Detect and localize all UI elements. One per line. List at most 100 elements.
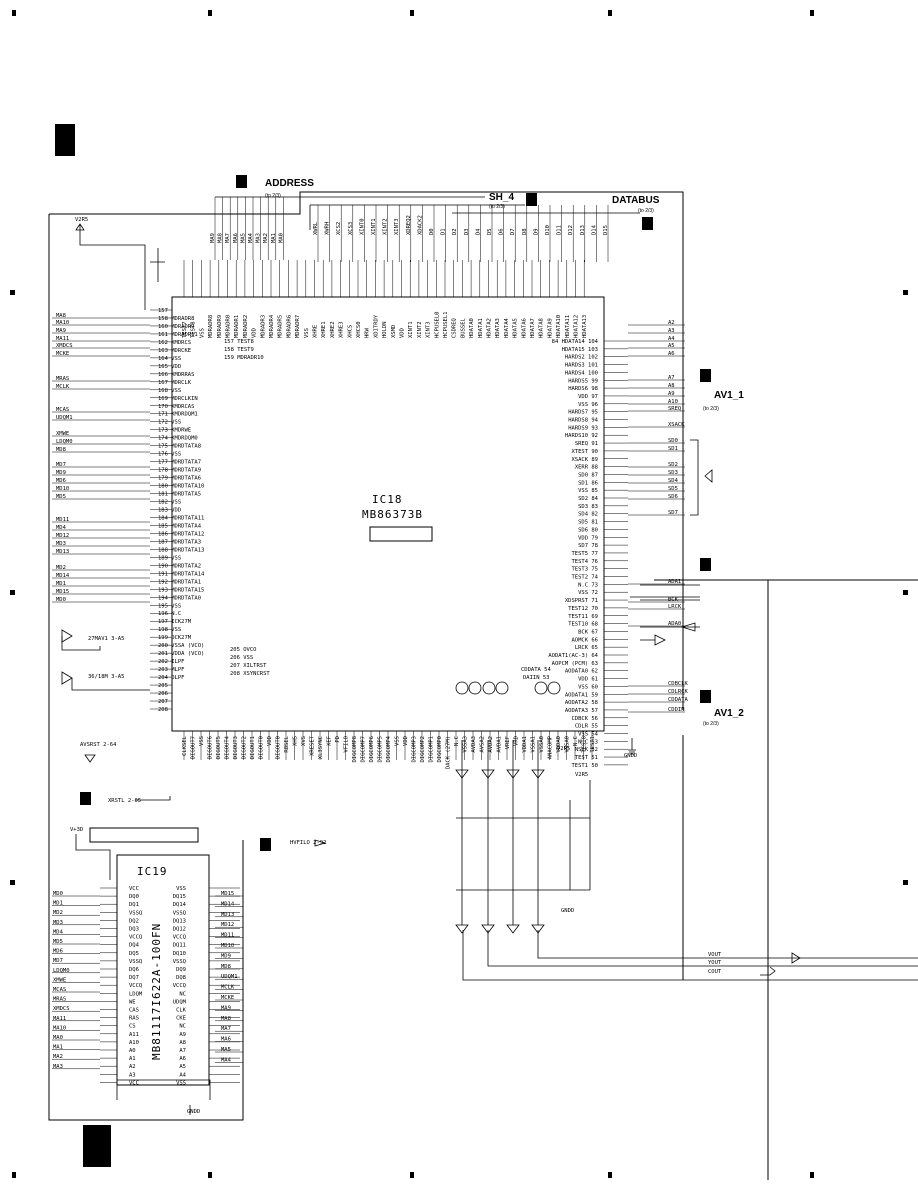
pin-label: XEF [327, 736, 333, 746]
signal-label: XMDCS [56, 343, 73, 349]
pin-label: HDATA9 [547, 318, 553, 338]
pin-label: AVDA2 [488, 736, 494, 753]
signal-label: MD15 [56, 589, 69, 595]
pin-label: AVDA3 [471, 736, 477, 753]
pin-label: D8 [522, 228, 528, 235]
signal-label: MA3 [53, 1064, 63, 1070]
output-label: YOUT [708, 960, 722, 966]
pin-label: A9 [179, 1032, 186, 1038]
pin-label: CLK [176, 1008, 187, 1014]
pin-label: VDD [400, 328, 406, 338]
pin-label: MA6 [233, 233, 239, 243]
databus-label: DATABUS [612, 195, 660, 206]
pin-label: 190 MDRDTATA2 [158, 563, 201, 569]
pin-label: DQ11 [173, 943, 186, 949]
signal-label: MD11 [221, 933, 234, 939]
pin-label: AODATA3 57 [565, 708, 598, 714]
ic18-part-box [369, 526, 433, 542]
signal-label: MCKE [56, 351, 69, 357]
signal-label: MD2 [53, 910, 63, 916]
pin-label: 196 N.C [158, 611, 181, 617]
pin-label: HARDS10 92 [565, 433, 598, 439]
pin-label: 181 MDRDTATA5 [158, 492, 201, 498]
signal-label: SREQ [668, 406, 681, 412]
pin-label: XHCS [347, 325, 353, 338]
pin-label: VSS [395, 736, 401, 746]
pin-label: NC [179, 1024, 186, 1030]
pin-label: XDREQ2 [406, 215, 412, 235]
pin-label: NC [179, 991, 186, 997]
pin-label: MA7 [225, 233, 231, 243]
pin-label: 194 MDRDTATA0 [158, 595, 201, 601]
pin-label: VDDA1 [522, 736, 528, 753]
pin-label: 191 MDRDTATA14 [158, 571, 205, 577]
pin-label: XSMD [391, 325, 397, 338]
pin-label: VCCQ [173, 983, 186, 989]
pin-label: DIGCOMP5 [378, 736, 384, 763]
pin-label: DIGOUT7 [191, 736, 197, 759]
pin-label: 170 XMDRCAS [158, 404, 194, 410]
pin-label: AODAT1(AC-3) 64 [548, 653, 598, 659]
pin-label: N.C [454, 736, 460, 746]
pin-label: DQ0 [129, 894, 139, 900]
signal-label: A4 [668, 336, 675, 342]
pin-label: A5 [179, 1064, 186, 1070]
pin-label: SD3 83 [578, 504, 598, 510]
pin-label: VSS [176, 1080, 186, 1086]
pin-label: 160 MDRADR9 [158, 324, 194, 330]
pin-label: XWRH [325, 222, 331, 235]
pin-label: MDRADR0 [226, 315, 232, 338]
signal-label: XSACK [668, 422, 685, 428]
pin-label: HDATA15 103 [562, 347, 598, 353]
gndd-label: GNDD [187, 1109, 200, 1115]
pin-label: 201 VDDA (VCO) [158, 651, 204, 657]
ic18-ref: IC18 [372, 493, 403, 506]
pin-label: XINT3 [394, 218, 400, 235]
pin-label: HARDS4 100 [565, 370, 598, 376]
pin-label: DIGCOMP3 [412, 736, 418, 763]
pin-label: 162 XMDRCS [158, 340, 191, 346]
pin-label: VSSQ [173, 910, 186, 916]
signal-label: MD4 [56, 525, 67, 531]
signal-label: UDQM1 [221, 974, 238, 980]
pin-label: XINT3 [426, 321, 432, 338]
pin-label: 205 [158, 683, 168, 689]
daiin-label: DAIIN 53 [523, 675, 550, 681]
pin-label: VREF [505, 736, 511, 749]
signal-label: MCAS [56, 407, 69, 413]
pin-label: 199 OCK27M [158, 635, 192, 641]
pin-label: MA3 [256, 233, 262, 243]
signal-label: SD4 [668, 478, 679, 484]
pin-label: HDATA11 [565, 315, 571, 338]
pin-label: 172 VSS [158, 420, 181, 426]
signal-label: MA1 [53, 1045, 63, 1051]
pin-label: 84 HDATA14 104 [552, 339, 599, 345]
pin-label: HDATA4 [504, 317, 510, 338]
pin-label: 202 ILPF [158, 659, 185, 665]
pin-label: HCPUSEL0 [434, 312, 440, 339]
pin-label: MA1 [271, 233, 277, 243]
pin-label: XCS3 [348, 222, 354, 235]
pin-label: MDRADR8 [208, 315, 214, 338]
output-lines: VOUT YOUT COUT [462, 930, 918, 981]
ic18-extra-pins: 157 TEST8 158 TEST9 159 MDRADR10 205 OVC… [224, 339, 270, 677]
pin-label: XL3SYNC [318, 736, 324, 759]
pin-label: 177 MDRDTATA7 [158, 460, 201, 466]
signal-label: MCAS [53, 987, 66, 993]
sh4-label: SH_4 [489, 192, 514, 203]
pin-label: 173 XMDRWE [158, 428, 191, 434]
pin-label: MDRADR2 [243, 315, 249, 338]
pin-label: TEST2 74 [572, 575, 599, 581]
pin-label: DIGOUT2 [242, 736, 248, 759]
right-signal-labels: A2A3A4A5A6A7A8A9A10SREQXSACKSD0SD1SD2SD3… [628, 320, 689, 713]
signal-label: MD2 [56, 565, 66, 571]
pin-label: HCPUSEL1 [443, 312, 449, 339]
signal-label: MD12 [221, 922, 234, 928]
pin-label: TEST11 69 [568, 614, 598, 620]
cddata-label: CDDATA 54 [521, 667, 551, 673]
gndd-label: GNDD [624, 753, 637, 759]
signal-label: MD0 [56, 597, 66, 603]
signal-label: XMWE [53, 977, 66, 983]
pin-label: A11 [129, 1032, 139, 1038]
